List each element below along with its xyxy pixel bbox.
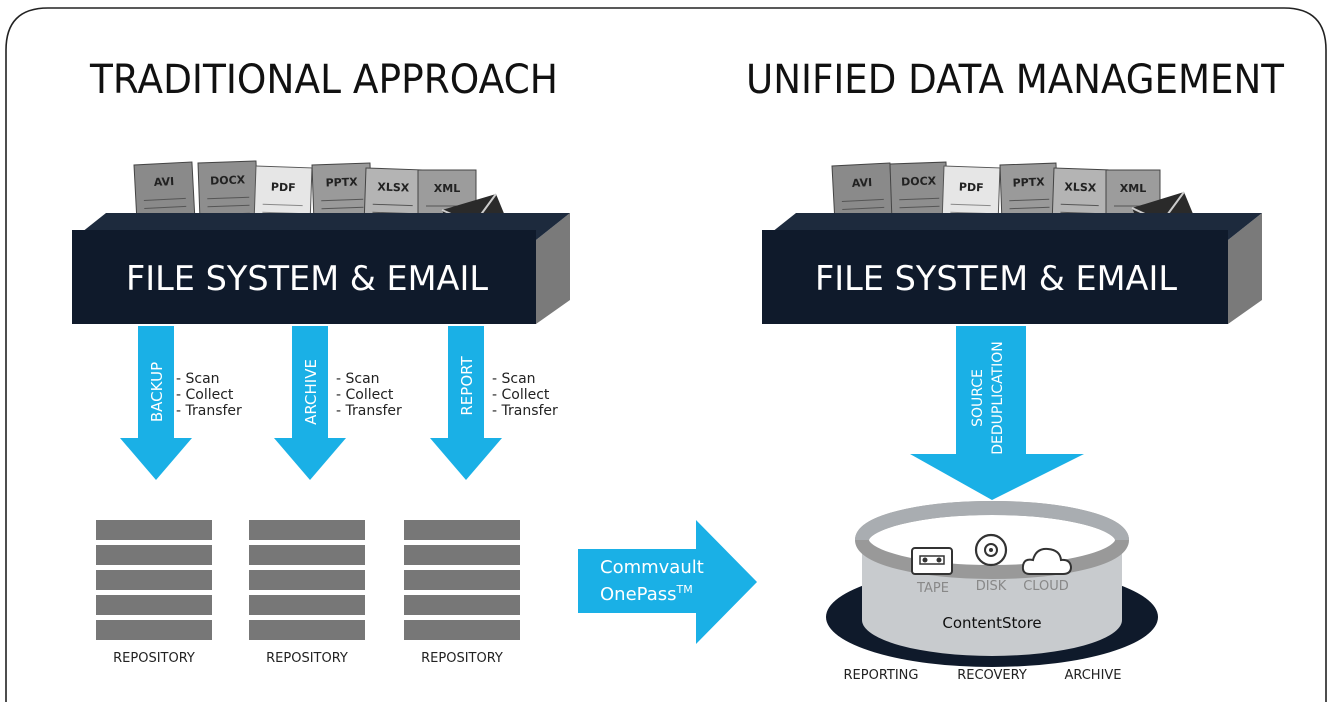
use-archive: ARCHIVE <box>1064 668 1121 683</box>
file-label: DOCX <box>210 173 246 187</box>
file-label: XLSX <box>1064 180 1097 194</box>
right-box-label: FILE SYSTEM & EMAIL <box>815 259 1177 299</box>
file-label: AVI <box>851 176 872 190</box>
media-cloud: CLOUD <box>1023 579 1069 594</box>
archive-arrow <box>274 326 346 480</box>
backup-step: - Collect <box>176 387 234 403</box>
backup-step: - Transfer <box>176 403 242 419</box>
dedup-label-line2: DEDUPLICATION <box>990 341 1006 454</box>
file-doc: DOCX <box>889 161 949 231</box>
report-step: - Collect <box>492 387 550 403</box>
report-step: - Transfer <box>492 403 558 419</box>
file-label: PPTX <box>1012 175 1045 189</box>
left-title: TRADITIONAL APPROACH <box>89 57 558 103</box>
file-label: XML <box>1120 182 1146 195</box>
file-label: XLSX <box>377 180 410 194</box>
file-label: PPTX <box>325 175 358 189</box>
archive-step: - Collect <box>336 387 394 403</box>
source-deduplication-arrow <box>910 326 1084 500</box>
backup-step: - Scan <box>176 371 220 387</box>
tape-icon <box>911 547 953 575</box>
repository-stack <box>96 520 212 640</box>
repository-label: REPOSITORY <box>113 651 195 666</box>
repository-label: REPOSITORY <box>421 651 503 666</box>
media-disk: DISK <box>976 579 1007 594</box>
right-title: UNIFIED DATA MANAGEMENT <box>746 57 1285 103</box>
repository-stack <box>404 520 520 640</box>
disk-icon <box>974 533 1008 567</box>
left-box-label: FILE SYSTEM & EMAIL <box>126 259 488 299</box>
file-label: XML <box>434 182 460 195</box>
cloud-icon <box>1021 547 1073 575</box>
right-file-system-box <box>762 213 1262 324</box>
backup-arrow-label: BACKUP <box>148 362 166 422</box>
file-label: PDF <box>959 181 984 195</box>
archive-step: - Transfer <box>336 403 402 419</box>
archive-step: - Scan <box>336 371 380 387</box>
onepass-line1: Commvault <box>600 557 704 578</box>
file-label: PDF <box>271 181 296 195</box>
contentstore-label: ContentStore <box>942 614 1041 632</box>
backup-arrow <box>120 326 192 480</box>
left-file-system-box <box>72 213 570 324</box>
use-reporting: REPORTING <box>844 668 919 683</box>
onepass-trademark: TM <box>675 583 692 596</box>
onepass-arrow <box>578 520 757 644</box>
file-label: DOCX <box>901 174 937 188</box>
report-arrow <box>430 326 502 480</box>
report-step: - Scan <box>492 371 536 387</box>
file-label: AVI <box>153 175 174 189</box>
frame-border <box>5 7 1327 702</box>
media-tape: TAPE <box>916 581 949 596</box>
report-arrow-label: REPORT <box>458 356 476 416</box>
dedup-label-line1: SOURCE <box>970 369 986 427</box>
archive-arrow-label: ARCHIVE <box>302 359 320 425</box>
onepass-line2: OnePassTM <box>600 583 693 605</box>
use-recovery: RECOVERY <box>957 668 1027 683</box>
repository-label: REPOSITORY <box>266 651 348 666</box>
repository-stack <box>249 520 365 640</box>
onepass-name: OnePass <box>600 584 676 605</box>
